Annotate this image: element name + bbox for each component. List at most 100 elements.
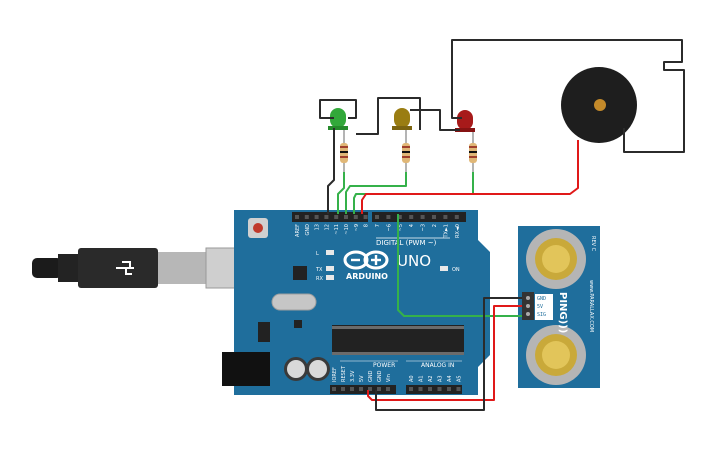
pin-label: A0: [409, 375, 415, 382]
tx-led: [326, 266, 334, 271]
resistor-1[interactable]: [340, 130, 348, 172]
header-pin[interactable]: [386, 215, 391, 219]
piezo-buzzer[interactable]: [561, 67, 637, 143]
header-pin[interactable]: [428, 387, 432, 391]
pin-label: A5: [457, 375, 463, 382]
header-pin[interactable]: [334, 215, 339, 219]
pin-label: Vin: [386, 374, 392, 382]
wire-led3-signal: [353, 172, 474, 214]
microcontroller-chip: [332, 325, 464, 355]
pin-label: A2: [428, 375, 434, 382]
sensor-name: PING))): [557, 292, 568, 333]
wire-gnd-led3: [410, 109, 460, 131]
wire-buzzer-signal: [361, 140, 579, 214]
resistor-2[interactable]: [402, 130, 410, 172]
ultrasonic-sensor[interactable]: GND 5V SIG PING))) www.PARALLAX.COM REV …: [518, 226, 600, 388]
header-pin[interactable]: [454, 215, 459, 219]
digital-header-pins: [295, 215, 459, 219]
header-pin[interactable]: [344, 215, 348, 219]
header-pin[interactable]: [314, 215, 319, 219]
header-pin[interactable]: [397, 215, 402, 219]
reset-button-cap[interactable]: [253, 223, 263, 233]
wire-sensor-sig: [397, 214, 522, 317]
header-pin[interactable]: [332, 387, 336, 391]
header-pin[interactable]: [350, 387, 354, 391]
sensor-pin-gnd: GND: [537, 296, 546, 302]
pin-label: 12: [324, 224, 330, 230]
pin-label: 4: [409, 224, 415, 227]
pin-label: TX►1: [443, 224, 449, 239]
l-led: [326, 250, 334, 255]
wire-sensor-gnd: [375, 297, 522, 411]
wire-gnd-led2: [356, 97, 421, 135]
pin-label: 3.3V: [350, 370, 356, 382]
header-pin[interactable]: [456, 387, 461, 391]
brand-label: ARDUINO: [346, 272, 388, 281]
pin-label: IOREF: [332, 367, 338, 382]
header-pin[interactable]: [295, 215, 299, 219]
header-pin[interactable]: [341, 387, 345, 391]
pin-label: ~6: [386, 224, 392, 231]
header-pin[interactable]: [409, 387, 413, 391]
pin-label: 5V: [359, 375, 365, 382]
analog-header-title: ANALOG IN: [421, 362, 454, 369]
pin-label: ~10: [344, 224, 350, 235]
pin-label: 2: [432, 224, 438, 227]
sensor-rev: REV C: [590, 236, 596, 252]
crystal: [271, 293, 317, 311]
pin-label: RX◄0: [455, 224, 461, 238]
resistor-3[interactable]: [469, 132, 477, 172]
on-label: ON: [452, 267, 460, 273]
pin-label: A1: [419, 375, 425, 382]
pin-label: RESET: [341, 365, 347, 382]
header-pin[interactable]: [377, 387, 381, 391]
led-red[interactable]: [455, 110, 475, 132]
pin-label: AREF: [295, 224, 301, 237]
header-pin[interactable]: [418, 387, 423, 391]
bottom-header-pins: [332, 387, 461, 391]
power-jack[interactable]: [222, 352, 270, 386]
header-pin[interactable]: [409, 215, 414, 219]
pin-label: ~5: [398, 224, 404, 231]
model-label: UNO: [397, 252, 431, 270]
led-green[interactable]: [328, 108, 348, 130]
sensor-website: www.PARALLAX.COM: [588, 280, 594, 332]
on-led: [440, 266, 448, 271]
wire-gnd-led1: [319, 99, 357, 119]
arduino-logo: [343, 250, 389, 270]
tx-label: TX: [315, 267, 323, 273]
regulator: [258, 322, 270, 342]
header-pin[interactable]: [447, 387, 451, 391]
pin-label: 8: [364, 224, 370, 227]
usb-icon: [116, 261, 134, 275]
header-pin[interactable]: [368, 387, 372, 391]
header-pin[interactable]: [432, 215, 436, 219]
pin-label: GND: [368, 370, 374, 382]
header-pin[interactable]: [375, 215, 379, 219]
wire-led2-signal: [345, 172, 407, 214]
header-pin[interactable]: [420, 215, 425, 219]
pin-label: ~3: [421, 224, 427, 231]
pin-label: A3: [438, 375, 444, 382]
wire-gnd-board: [327, 128, 335, 214]
pin-label: 7: [375, 224, 381, 227]
header-pin[interactable]: [304, 215, 309, 219]
pin-label: GND: [305, 224, 311, 236]
header-pin[interactable]: [386, 387, 390, 391]
header-pin[interactable]: [359, 387, 363, 391]
header-pin[interactable]: [437, 387, 442, 391]
pin-label: A4: [447, 375, 453, 382]
wire-gnd-buzzer: [451, 39, 685, 153]
header-pin[interactable]: [443, 215, 448, 219]
wire-sensor-5v: [367, 305, 522, 401]
header-pin[interactable]: [363, 215, 368, 219]
pin-label: ~9: [354, 224, 360, 231]
rx-led: [326, 275, 334, 280]
rx-label: RX: [316, 276, 323, 282]
header-pin[interactable]: [353, 215, 358, 219]
led-yellow[interactable]: [392, 108, 412, 130]
header-pin[interactable]: [324, 215, 329, 219]
